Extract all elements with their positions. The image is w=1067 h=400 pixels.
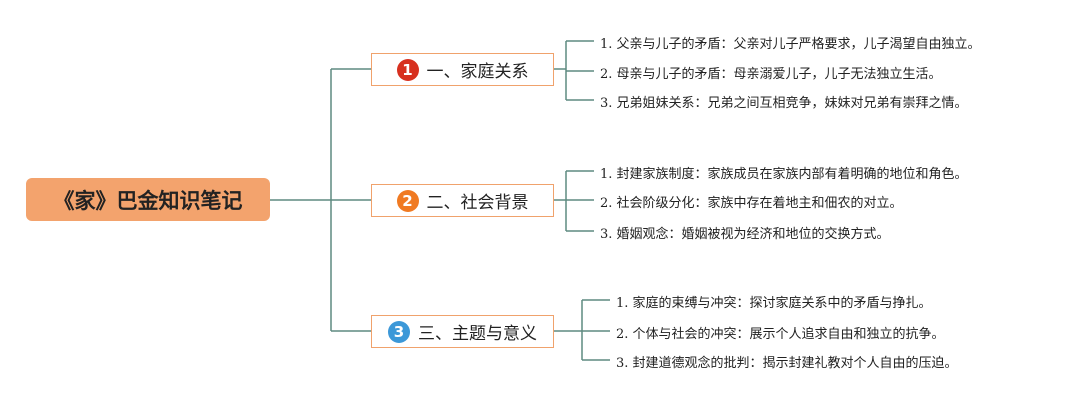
branch-label: 二、社会背景	[426, 193, 529, 213]
leaf-item[interactable]: 3. 兄弟姐妹关系：兄弟之间互相竞争，妹妹对兄弟有崇拜之情。	[600, 96, 968, 111]
branch-label: 一、家庭关系	[426, 62, 529, 82]
root-node[interactable]: 《家》巴金知识笔记	[26, 178, 270, 221]
badge-number-3: 3	[388, 320, 410, 343]
leaf-item[interactable]: 3. 封建道德观念的批判：揭示封建礼教对个人自由的压迫。	[616, 356, 958, 371]
leaf-item[interactable]: 1. 父亲与儿子的矛盾：父亲对儿子严格要求，儿子渴望自由独立。	[600, 37, 981, 52]
badge-number-2: 2	[396, 189, 419, 212]
leaf-item[interactable]: 3. 婚姻观念：婚姻被视为经济和地位的交换方式。	[600, 227, 890, 242]
root-title: 《家》巴金知识笔记	[53, 188, 243, 213]
leaf-item[interactable]: 2. 个体与社会的冲突：展示个人追求自由和独立的抗争。	[616, 327, 945, 342]
branch-node-family-relations[interactable]: 1 一、家庭关系	[371, 53, 554, 86]
branch-label: 三、主题与意义	[418, 324, 537, 344]
leaf-item[interactable]: 2. 社会阶级分化：家族中存在着地主和佃农的对立。	[600, 196, 903, 211]
branch-node-social-background[interactable]: 2 二、社会背景	[371, 184, 554, 217]
badge-number-1: 1	[396, 58, 419, 81]
leaf-item[interactable]: 1. 家庭的束缚与冲突：探讨家庭关系中的矛盾与挣扎。	[616, 296, 932, 311]
leaf-item[interactable]: 2. 母亲与儿子的矛盾：母亲溺爱儿子，儿子无法独立生活。	[600, 67, 942, 82]
leaf-item[interactable]: 1. 封建家族制度：家族成员在家族内部有着明确的地位和角色。	[600, 167, 968, 182]
branch-node-theme-meaning[interactable]: 3 三、主题与意义	[371, 315, 554, 348]
